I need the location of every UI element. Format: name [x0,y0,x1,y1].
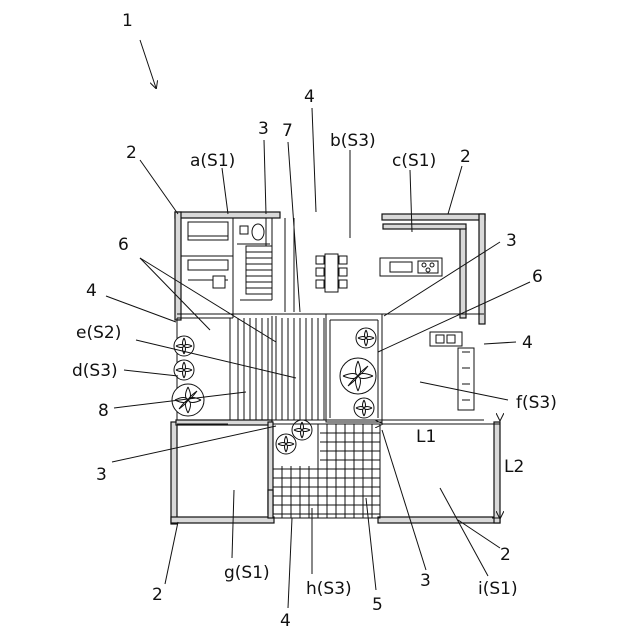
label-2-se: 2 [500,545,511,565]
deck-stripes-center [282,318,324,420]
leader-2-ne [448,166,462,214]
leader-4-top [312,108,316,212]
label-4-bottom: 4 [280,611,291,631]
label-L1: L1 [416,427,436,447]
label-i: i(S1) [478,579,518,599]
label-g: g(S1) [224,563,270,583]
label-a: a(S1) [190,151,235,171]
wall-bottom-left [171,517,274,523]
sofa-back [430,332,462,346]
closet [188,222,228,236]
wall-left-lower [171,422,177,524]
label-d: d(S3) [72,361,118,381]
label-1: 1 [122,11,133,31]
leader-a [222,168,228,214]
leader-3-bottom [382,430,426,570]
label-8: 8 [98,401,109,421]
plant-court-1 [292,420,312,440]
leader-4-left [106,296,176,322]
leader-3-top [264,140,266,214]
wall-right-lower [494,422,500,523]
room-c [380,258,442,276]
label-L2: L2 [504,457,524,477]
plant-right-top [356,328,376,348]
label-3-left: 3 [96,465,107,485]
label-e: e(S2) [76,323,121,343]
wall-kitchen-top [383,224,466,229]
shelf [188,260,228,270]
label-b: b(S3) [330,131,376,151]
plant-right-big [340,358,376,394]
wall-mid-vertical-low [268,490,273,518]
plant-d-mid [174,360,194,380]
leader-5 [366,498,376,590]
leader-i [440,488,488,576]
toilet [252,224,264,240]
label-2-ne: 2 [460,147,471,167]
sofa-side [458,348,474,410]
leader-4-right [484,342,516,344]
leader-d [124,370,178,376]
label-c: c(S1) [392,151,436,171]
room-f [430,332,474,410]
label-f: f(S3) [516,393,557,413]
plant-court-2 [276,434,296,454]
label-4-right: 4 [522,333,533,353]
label-6-right: 6 [532,267,543,287]
label-6-left: 6 [118,235,129,255]
wall-right-upper [479,214,485,324]
wall-bottom-right [378,517,500,523]
room-a [181,218,272,318]
dimension-lines [382,420,500,518]
label-3-bottom: 3 [420,571,431,591]
leader-g [232,490,234,558]
leader-c [410,170,412,232]
label-3-top: 3 [258,119,269,139]
wall-left-upper [175,212,181,320]
middle-band [177,314,484,424]
label-3-right: 3 [506,231,517,251]
leader-2-sw [165,522,178,584]
leader-3-left [112,426,276,462]
leader-2-se [458,520,500,548]
wall-top-right [382,214,485,220]
dining-table [325,254,338,292]
leader-2-nw [140,160,178,214]
label-5: 5 [372,595,383,615]
plant-right-bottom [354,398,374,418]
label-4-left: 4 [86,281,97,301]
label-2-sw: 2 [152,585,163,605]
deck-stripes-left [238,318,268,420]
wall-kitchen-inner [460,228,466,318]
leader-4-bottom [288,518,292,608]
label-4-top: 4 [304,87,315,107]
label-2-nw: 2 [126,143,137,163]
label-h: h(S3) [306,579,352,599]
label-7: 7 [282,121,293,141]
leader-1 [140,40,156,88]
